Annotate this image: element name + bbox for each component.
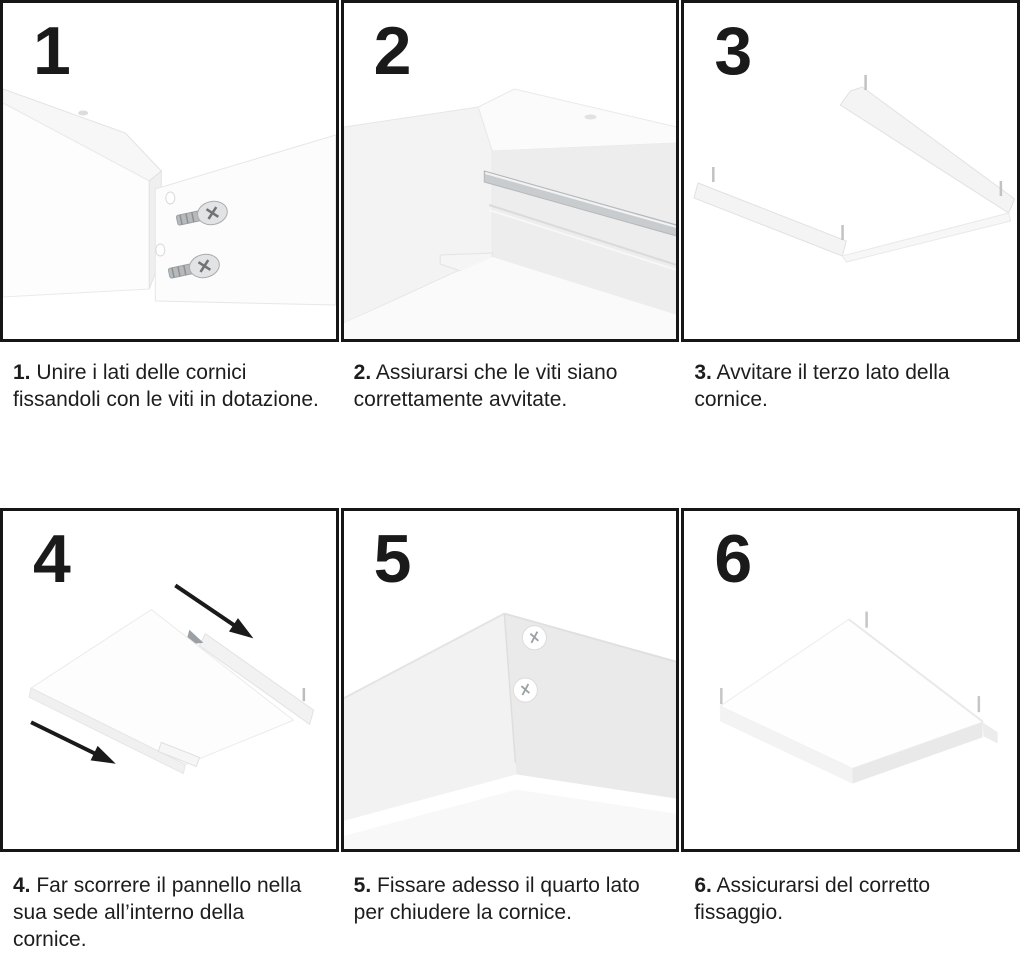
step-4-caption-number: 4. xyxy=(13,874,31,897)
step-1-caption: 1. Unire i lati delle cornici fissandoli… xyxy=(0,342,339,508)
step-6-number: 6 xyxy=(714,521,752,597)
step-6-caption: 6. Assicurarsi del corretto fissaggio. xyxy=(681,852,1020,954)
pin-icon xyxy=(302,688,306,702)
screw-icon xyxy=(512,677,538,703)
step-2-caption-number: 2. xyxy=(353,361,372,384)
frame-bar-left xyxy=(693,182,848,257)
step-4-caption-text: Far scorrere il pannello nella sua sede … xyxy=(13,874,302,951)
frame-side-left xyxy=(720,706,853,784)
arrow-icon xyxy=(30,720,116,764)
frame-side-right xyxy=(852,722,983,784)
step-5-figure: 5 xyxy=(340,508,680,852)
step-3-caption-text: Avvitare il terzo lato della cornice. xyxy=(694,361,950,411)
bracket xyxy=(157,741,201,768)
panel-sliding-illustration xyxy=(28,583,315,775)
step-1-caption-number: 1. xyxy=(13,361,31,384)
frame-inner-corner-illustration xyxy=(343,88,677,339)
frame-bar-back xyxy=(839,86,1016,214)
step-1-caption-text: Unire i lati delle cornici fissandoli co… xyxy=(13,361,319,411)
step-1-number: 1 xyxy=(33,13,71,89)
step-5-caption-text: Fissare adesso il quarto lato per chiude… xyxy=(353,874,640,924)
open-frame-illustration xyxy=(693,75,1016,263)
step-4-caption: 4. Far scorrere il pannello nella sua se… xyxy=(0,852,339,954)
pin-icon xyxy=(720,611,981,713)
screw-icon xyxy=(167,253,220,279)
step-2-caption-text: Assiurarsi che le viti siano correttamen… xyxy=(353,361,618,411)
step-3-caption-number: 3. xyxy=(694,361,712,384)
screw-icon xyxy=(175,200,228,226)
step-1-figure: 1 xyxy=(0,0,339,342)
step-2-figure: 2 xyxy=(340,0,680,342)
panel-face xyxy=(343,789,677,849)
floor-shade xyxy=(343,257,677,339)
panel-edge-band xyxy=(343,774,677,836)
step-6-caption-text: Assicurarsi del corretto fissaggio. xyxy=(694,874,931,924)
step-5-caption-number: 5. xyxy=(353,874,372,897)
frame-corner-screws-illustration xyxy=(3,88,336,306)
frame-top-face xyxy=(477,88,677,152)
panel-edge xyxy=(28,687,186,775)
corner-closeup-illustration xyxy=(343,612,677,849)
step-5-caption: 5. Fissare adesso il quarto lato per chi… xyxy=(341,852,680,954)
step-4-number: 4 xyxy=(33,521,71,597)
step-3-number: 3 xyxy=(714,13,752,89)
frame-face-right xyxy=(503,613,677,799)
step-2-caption: 2. Assiurarsi che le viti siano corretta… xyxy=(341,342,680,508)
frame-corner xyxy=(982,722,998,744)
step-2-number: 2 xyxy=(373,13,412,89)
step-6-caption-number: 6. xyxy=(694,874,712,897)
frame-profile-left xyxy=(3,88,163,298)
frame-face-left xyxy=(343,613,517,821)
arrow-icon xyxy=(174,583,254,639)
pin-icon xyxy=(712,75,1003,240)
step-3-caption: 3. Avvitare il terzo lato della cornice. xyxy=(681,342,1020,508)
step-6-figure: 6 xyxy=(681,508,1020,852)
step-4-figure: 4 xyxy=(0,508,339,852)
step-5-number: 5 xyxy=(373,521,412,597)
screw-icon xyxy=(521,625,547,651)
assembled-panel-illustration xyxy=(719,611,998,784)
step-3-figure: 3 xyxy=(681,0,1020,342)
frame-bar-right xyxy=(841,212,1012,263)
